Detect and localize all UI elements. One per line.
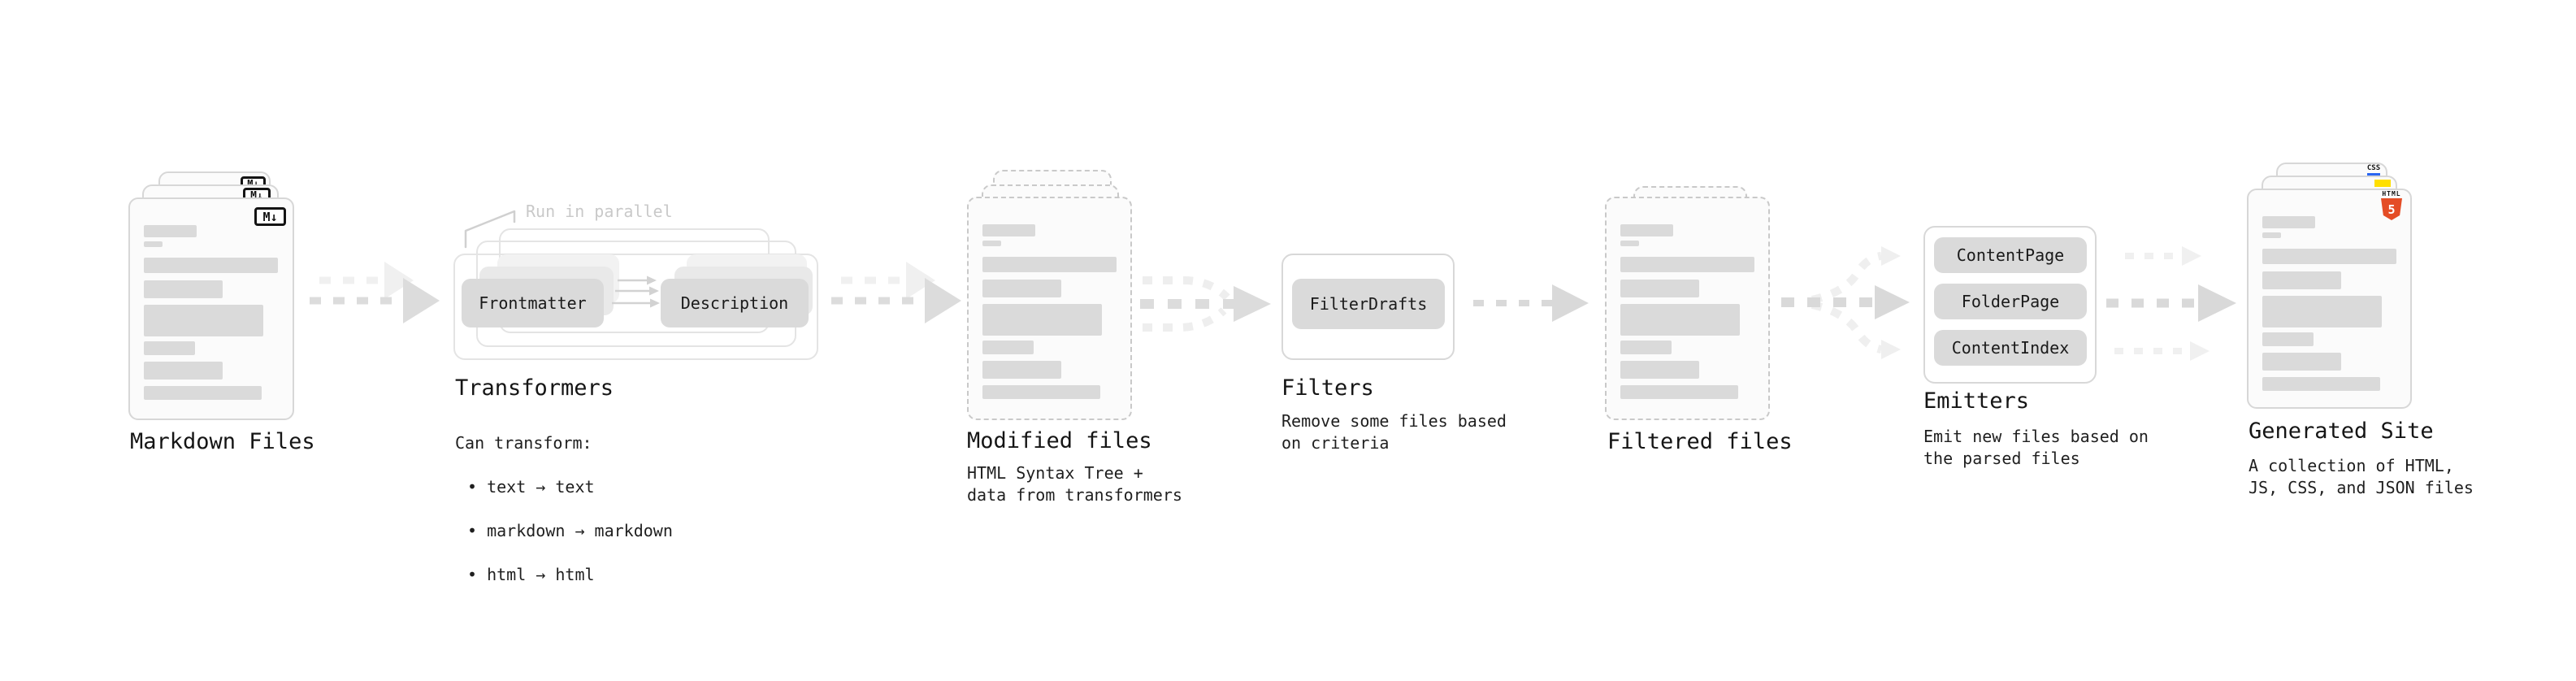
stage-label-filtered-files: Filtered files: [1607, 429, 1793, 454]
skeleton-line: [1620, 361, 1699, 379]
arrow-filters-to-filtered: [1473, 284, 1589, 322]
skeleton-line: [144, 225, 197, 237]
arrow-emitters-to-generated: [2106, 246, 2236, 361]
skeleton-line: [982, 340, 1034, 354]
transformers-description: Can transform: • text → text • markdown …: [455, 410, 673, 608]
skeleton-line: [2262, 296, 2382, 327]
bullet-item: • html → html: [467, 565, 595, 584]
emitters-description: Emit new files based on the parsed files: [1923, 427, 2149, 468]
skeleton-line: [2262, 332, 2314, 346]
html5-shield-icon: 5: [2381, 198, 2402, 220]
frontmatter-pill: Frontmatter: [462, 279, 604, 327]
js-file-badge: [2374, 180, 2391, 187]
skeleton-line: [144, 241, 163, 247]
css-badge-underline: [2367, 173, 2380, 176]
bullet-item: • markdown → markdown: [467, 521, 673, 540]
skeleton-line: [2262, 353, 2341, 371]
html5-logo: HTML 5: [2381, 190, 2402, 220]
skeleton-line: [982, 385, 1100, 399]
skeleton-line: [982, 241, 1001, 246]
filterdrafts-pill: FilterDrafts: [1292, 279, 1445, 329]
stage-label-modified-files: Modified files: [967, 428, 1152, 453]
skeleton-line: [982, 280, 1061, 297]
skeleton-line: [2262, 216, 2315, 228]
filters-description: Remove some files based on criteria: [1281, 411, 1507, 453]
skeleton-line: [1620, 280, 1699, 297]
skeleton-line: [144, 341, 195, 355]
contentindex-pill: ContentIndex: [1934, 330, 2087, 366]
skeleton-line: [982, 224, 1035, 236]
run-in-parallel-callout: Run in parallel: [526, 202, 673, 221]
skeleton-line: [144, 280, 223, 298]
skeleton-line: [144, 258, 278, 273]
arrow-transformers-to-modified: [831, 262, 961, 323]
skeleton-line: [2262, 232, 2281, 238]
contentpage-pill: ContentPage: [1934, 237, 2087, 273]
skeleton-line: [1620, 340, 1672, 354]
description-pill: Description: [661, 279, 809, 327]
folderpage-pill: FolderPage: [1934, 284, 2087, 319]
skeleton-line: [982, 257, 1117, 272]
skeleton-line: [982, 361, 1061, 379]
modified-file-card-front: [967, 197, 1132, 420]
skeleton-line: [1620, 224, 1673, 236]
skeleton-line: [1620, 257, 1754, 272]
arrow-filtered-to-emitters: [1781, 246, 1910, 359]
css-badge-label: CSS: [2366, 164, 2381, 172]
transformer-box-front: [453, 254, 818, 360]
skeleton-line: [1620, 304, 1740, 336]
css-file-badge: CSS: [2366, 165, 2381, 176]
skeleton-line: [2262, 249, 2396, 264]
skeleton-line: [2262, 271, 2341, 289]
stage-label-markdown-files: Markdown Files: [130, 429, 315, 454]
generated-site-description: A collection of HTML, JS, CSS, and JSON …: [2249, 456, 2474, 497]
can-transform-title: Can transform:: [455, 433, 592, 453]
skeleton-line: [144, 386, 262, 400]
arrow-markdown-to-transformers: [310, 262, 440, 323]
skeleton-line: [1620, 385, 1738, 399]
skeleton-line: [982, 304, 1102, 336]
skeleton-line: [1620, 241, 1639, 246]
modified-files-description: HTML Syntax Tree + data from transformer…: [967, 463, 1182, 505]
stage-label-filters: Filters: [1281, 375, 1374, 401]
parallel-arrows: [612, 275, 660, 308]
skeleton-line: [144, 362, 223, 380]
filtered-file-card-front: [1605, 197, 1770, 420]
skeleton-line: [144, 305, 263, 336]
bullet-item: • text → text: [467, 477, 595, 497]
markdown-file-card-front: [128, 197, 294, 420]
generated-file-card-front: [2247, 189, 2412, 409]
html5-logo-text: HTML: [2382, 190, 2401, 197]
callout-line: [464, 210, 516, 249]
skeleton-line: [2262, 377, 2380, 391]
stage-label-generated-site: Generated Site: [2249, 419, 2434, 444]
stage-label-transformers: Transformers: [455, 375, 614, 401]
stage-label-emitters: Emitters: [1923, 388, 2030, 414]
arrow-modified-to-filters: [1140, 276, 1271, 332]
markdown-icon: M↓: [254, 207, 286, 226]
